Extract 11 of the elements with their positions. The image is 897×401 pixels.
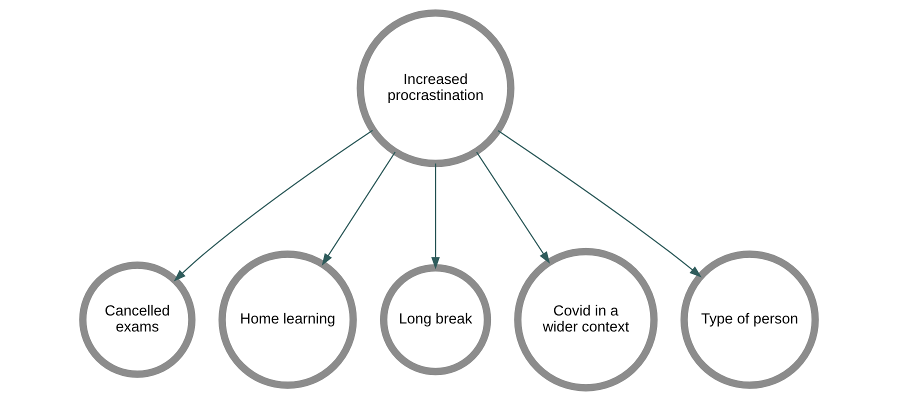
node-circle: Increased procrastination: [356, 9, 514, 168]
arrow: [430, 164, 440, 270]
node-circle: Type of person: [680, 250, 818, 389]
arrow: [476, 152, 550, 264]
node-circle: Long break: [380, 264, 491, 376]
node-circle: Cancelled exams: [78, 262, 196, 378]
arrow: [321, 152, 396, 266]
node-circle: Home learning: [218, 250, 356, 389]
arrow: [173, 130, 372, 282]
arrow: [497, 130, 702, 278]
node-circle: Covid in a wider context: [514, 248, 658, 392]
